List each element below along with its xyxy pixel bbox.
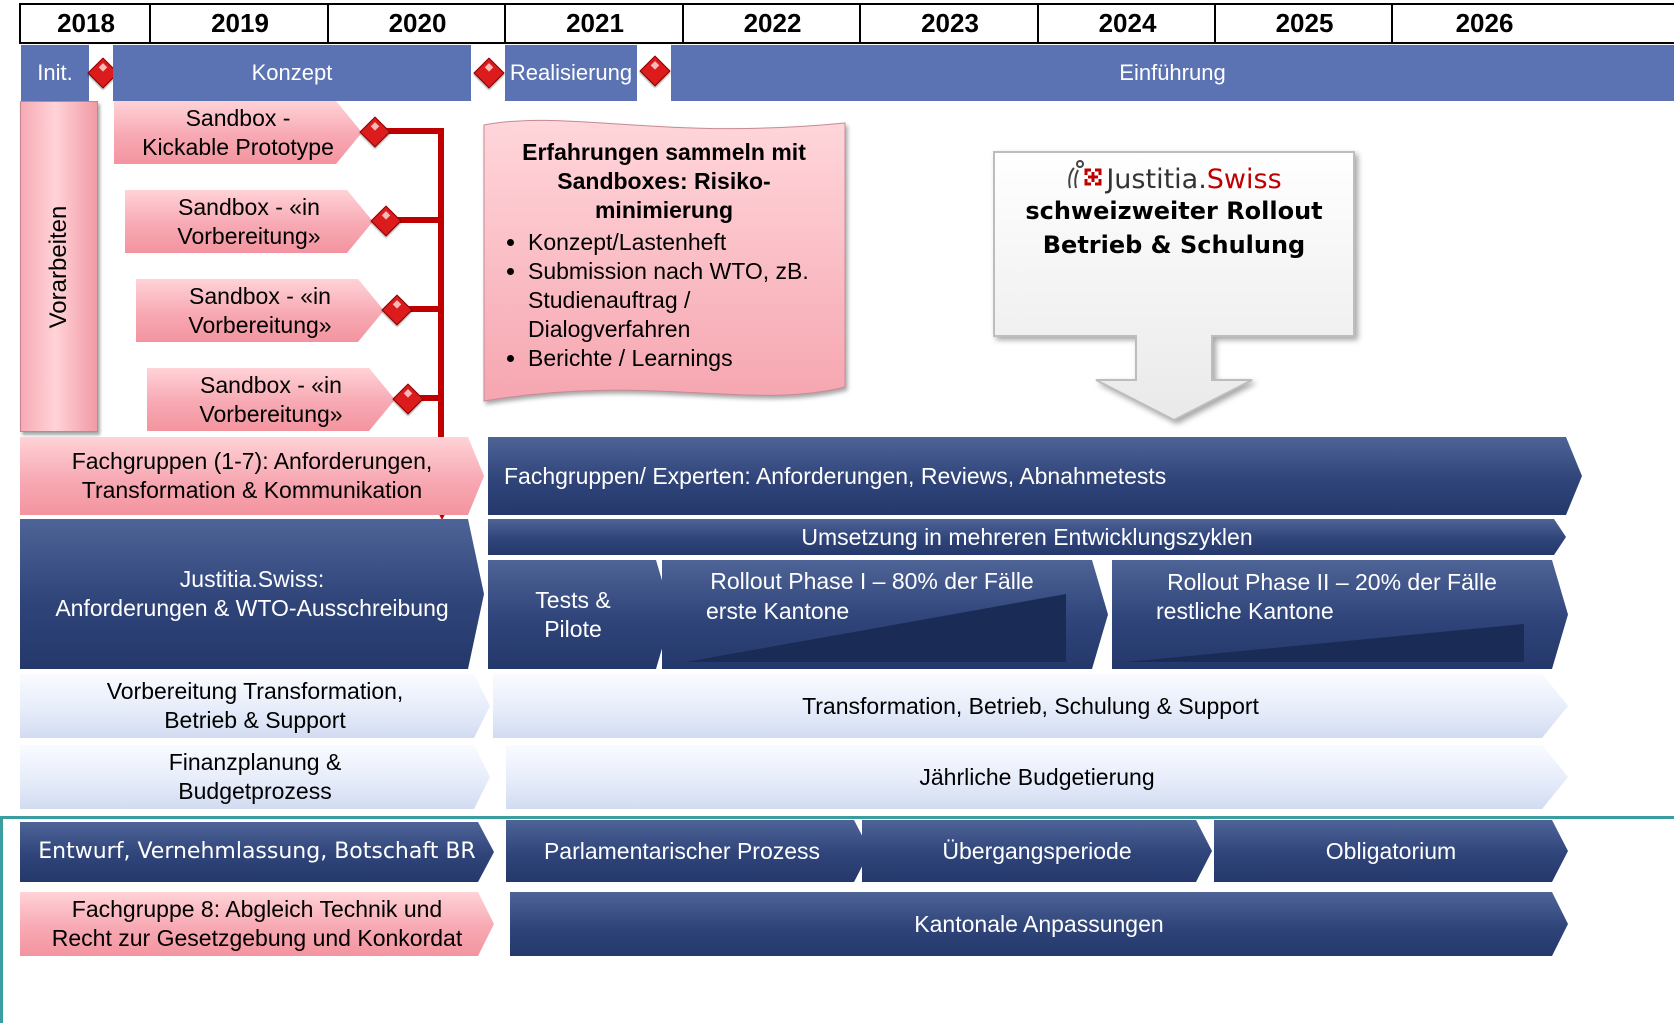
year-2020: 2020 [327,3,506,42]
phase-realisierung: Realisierung [505,45,637,101]
year-2025: 2025 [1214,3,1393,42]
connector-line [398,306,444,312]
finanzplanung-arrow: Finanzplanung & Budgetprozess [20,745,490,809]
sandbox-in-vorbereitung-3: Sandbox - «in Vorbereitung» [147,368,395,431]
sandbox-kickable-prototype: Sandbox - Kickable Prototype [114,101,362,164]
experience-wave-shape [483,119,846,402]
logo-text: Justitia. [1106,164,1207,195]
rollout-callout: Justitia.Swiss schweizweiter Rollout Bet… [994,158,1354,298]
milestone-diamond [639,55,671,87]
phase-einfuehrung: Einführung [671,45,1674,101]
rollout-phase1-wedge [686,594,1066,662]
milestone-diamond [473,57,505,89]
connector-line [387,217,444,223]
phase-konzept: Konzept [113,45,471,101]
rollout-phase2-line2: restliche Kantone [1156,598,1334,624]
year-2018: 2018 [19,3,151,42]
fachgruppen-left-arrow: Fachgruppen (1-7): Anforderungen, Transf… [20,437,484,515]
fachgruppe8-arrow: Fachgruppe 8: Abgleich Technik und Recht… [20,892,494,956]
obligatorium-arrow: Obligatorium [1214,820,1568,882]
milestone-diamond [370,205,402,237]
experience-bullet: Konzept/Lastenheft [528,228,838,257]
sandbox-in-vorbereitung-1: Sandbox - «in Vorbereitung» [125,190,373,253]
rollout-callout-line1: schweizweiter Rollout [1025,197,1323,226]
rollout-phase1-line2: erste Kantone [706,598,850,624]
rollout-callout-shape [993,151,1355,422]
justitia-logo-icon [1066,158,1106,194]
legal-section-frame [0,816,1674,819]
connector-line [409,395,444,401]
vorbereitung-transformation-arrow: Vorbereitung Transformation, Betrieb & S… [20,674,490,738]
legal-section-frame-left [0,816,3,1023]
vorarbeiten-bar: Vorarbeiten [20,101,98,432]
year-2023: 2023 [859,3,1039,42]
parlamentarischer-prozess-arrow: Parlamentarischer Prozess [506,820,870,882]
milestone-diamond [392,383,424,415]
umsetzung-arrow: Umsetzung in mehreren Entwicklungszyklen [488,519,1566,555]
rollout-phase2-wedge [1126,624,1524,662]
budgetierung-arrow: Jährliche Budgetierung [506,745,1568,809]
justitia-logo: Justitia.Swiss [994,158,1354,196]
year-2019: 2019 [149,3,329,42]
sandbox-in-vorbereitung-2: Sandbox - «in Vorbereitung» [136,279,384,342]
rollout-phase1-arrow: Rollout Phase I – 80% der Fälle erste Ka… [662,560,1108,669]
tests-pilote-arrow: Tests & Pilote [488,560,672,669]
milestone-diamond [381,294,413,326]
experience-title: Erfahrungen sammeln mit Sandboxes: Risik… [522,139,806,224]
experience-bullets: Konzept/Lastenheft Submission nach WTO, … [490,228,838,374]
year-2021: 2021 [504,3,684,42]
connector-line [376,128,444,134]
entwurf-arrow: Entwurf, Vernehmlassung, Botschaft BR [20,822,494,882]
transformation-betrieb-arrow: Transformation, Betrieb, Schulung & Supp… [493,674,1568,738]
kantonale-anpassungen-arrow: Kantonale Anpassungen [510,892,1568,956]
year-header [19,3,1674,44]
rollout-phase2-arrow: Rollout Phase II – 20% der Fälle restlic… [1112,560,1568,669]
experience-bullet: Berichte / Learnings [528,344,838,373]
year-2024: 2024 [1037,3,1216,42]
phase-init: Init. [21,45,89,101]
milestone-diamond [359,116,391,148]
year-2022: 2022 [682,3,861,42]
experience-box: Erfahrungen sammeln mit Sandboxes: Risik… [490,138,838,398]
fachgruppen-right-arrow: Fachgruppen/ Experten: Anforderungen, Re… [488,437,1582,515]
connector-line-vertical [438,128,444,498]
rollout-phase2-line1: Rollout Phase II – 20% der Fälle [1167,569,1497,595]
vorarbeiten-label: Vorarbeiten [45,205,72,328]
experience-bullet: Submission nach WTO, zB. Studienauftrag … [528,257,838,345]
rollout-phase1-line1: Rollout Phase I – 80% der Fälle [710,568,1034,594]
rollout-callout-line2: Betrieb & Schulung [1042,231,1306,260]
justitia-anforderungen-arrow: Justitia.Swiss: Anforderungen & WTO-Auss… [20,519,484,669]
uebergangsperiode-arrow: Übergangsperiode [862,820,1212,882]
logo-accent: Swiss [1206,164,1282,195]
year-2026: 2026 [1391,3,1576,42]
